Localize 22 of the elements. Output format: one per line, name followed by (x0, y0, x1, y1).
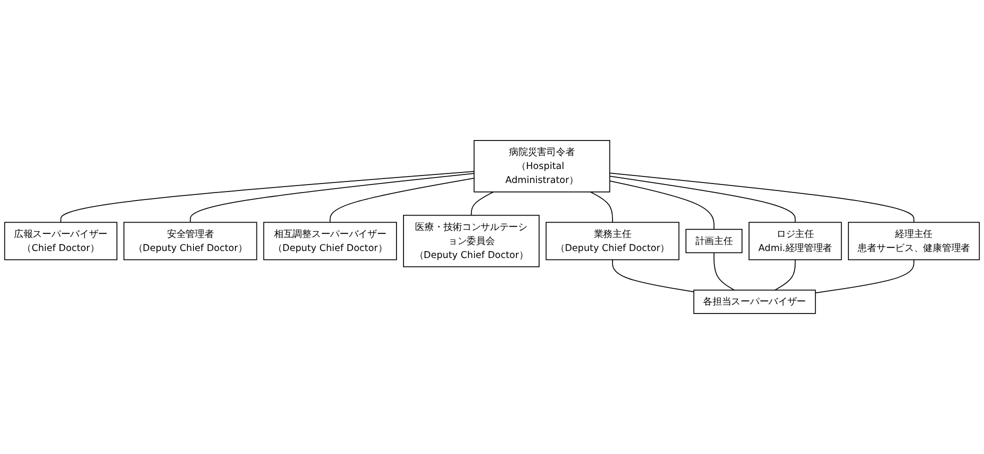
node-box: 相互調整スーパーバイザー （Deputy Chief Doctor） (263, 222, 397, 260)
node-box: 医療・技術コンサルテーション委員会 （Deputy Chief Doctor） (403, 214, 540, 268)
connector (190, 172, 475, 223)
node-box: 業務主任 （Deputy Chief Doctor） (546, 222, 680, 260)
connector (609, 180, 714, 230)
node-box: 経理主任 患者サービス、健康管理者 (848, 222, 980, 260)
connector (814, 259, 914, 294)
node-box: 計画主任 (685, 228, 742, 254)
connector (609, 172, 914, 223)
node-box: ロジ主任 Admi.経理管理者 (748, 222, 842, 260)
connector (590, 192, 613, 223)
node-box: 広報スーパーバイザー （Chief Doctor） (4, 222, 118, 260)
node-box: 安全管理者 （Deputy Chief Doctor） (123, 222, 258, 260)
connector (714, 252, 735, 291)
connector (774, 259, 796, 291)
connector (330, 178, 475, 223)
connector (612, 259, 694, 292)
connector (609, 176, 796, 223)
connector (470, 192, 494, 216)
node-box: 各担当スーパーバイザー (693, 290, 816, 314)
node-box: 病院災害司令者 （Hospital Administrator） (474, 140, 610, 192)
connector (60, 171, 475, 223)
